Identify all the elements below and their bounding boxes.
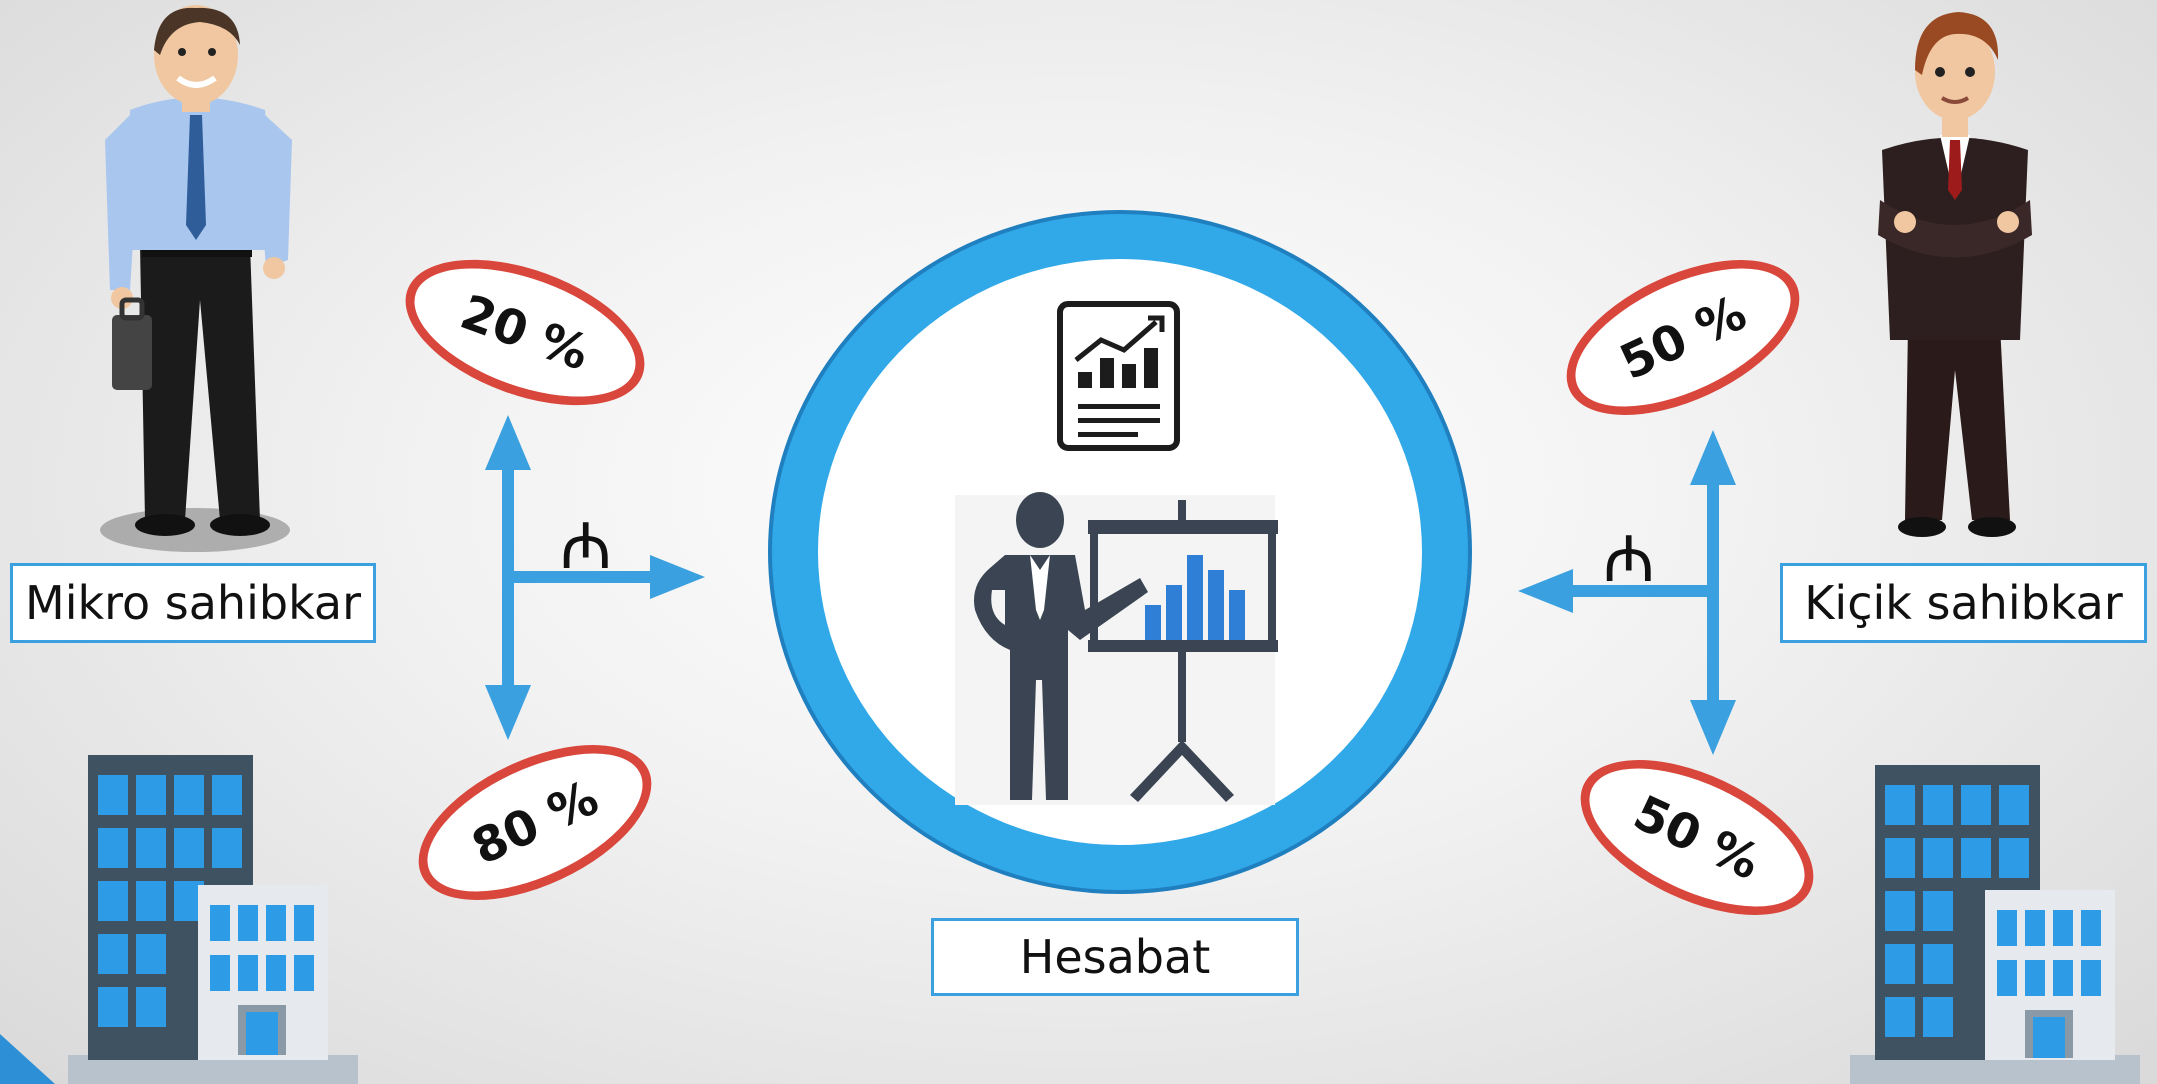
left-flow-arrows xyxy=(485,415,705,740)
percent-right-bottom-text: 50 % xyxy=(1625,784,1769,891)
label-hesabat-text: Hesabat xyxy=(1019,930,1211,984)
percent-right-top: 50 % xyxy=(1543,228,1823,447)
label-kicik-sahibkar: Kiçik sahibkar xyxy=(1780,563,2147,643)
corner-accent xyxy=(0,1034,55,1084)
percent-left-top: 20 % xyxy=(386,231,664,434)
report-ring xyxy=(768,210,1472,894)
currency-symbol-right: ₼ xyxy=(1603,523,1655,597)
building-left-icon xyxy=(68,755,358,1084)
label-mikro-sahibkar-text: Mikro sahibkar xyxy=(25,576,361,630)
businessman-right-icon xyxy=(1878,12,2032,537)
percent-left-top-text: 20 % xyxy=(453,283,597,382)
right-flow-arrows xyxy=(1518,430,1736,755)
percent-left-bottom-text: 80 % xyxy=(463,769,607,876)
building-right-icon xyxy=(1850,765,2140,1084)
percent-right-top-text: 50 % xyxy=(1611,284,1755,391)
currency-symbol-left: ₼ xyxy=(560,510,612,584)
businessman-left-icon xyxy=(100,5,292,552)
label-mikro-sahibkar: Mikro sahibkar xyxy=(10,563,376,643)
percent-right-bottom: 50 % xyxy=(1557,728,1837,947)
report-icon xyxy=(1057,301,1180,451)
label-hesabat: Hesabat xyxy=(931,918,1299,996)
presenter-icon xyxy=(974,492,1278,802)
label-kicik-sahibkar-text: Kiçik sahibkar xyxy=(1804,576,2123,630)
